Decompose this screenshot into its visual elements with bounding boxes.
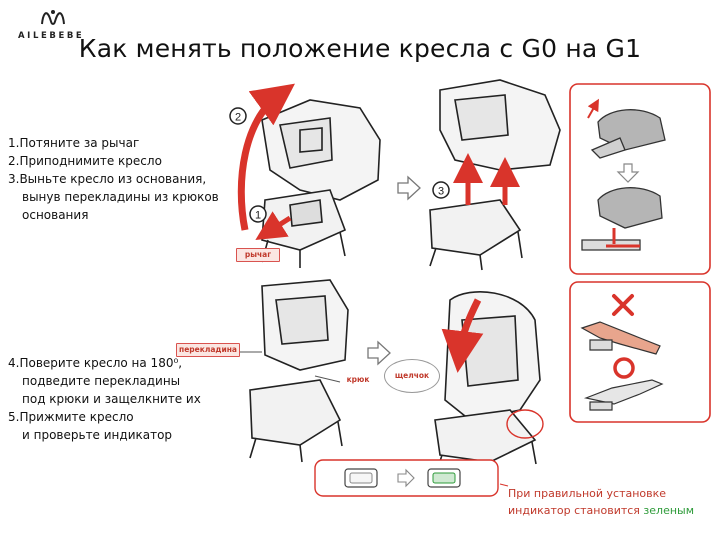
indicator-arrow-icon [397, 468, 415, 488]
correct-position-detail [583, 379, 664, 411]
note-line-2-prefix: индикатор становится [508, 504, 644, 517]
brand-mark-icon [41, 10, 65, 26]
step-line: вынув перекладины из крюков [22, 190, 219, 204]
step-line: 2.Приподнимите кресло [8, 154, 162, 168]
seat-removed-illustration [429, 79, 561, 271]
page-title: Как менять положение кресла с G0 на G1 [78, 34, 642, 63]
callout-2: 2 [229, 107, 247, 125]
step-line: основания [22, 208, 89, 222]
note-leader [499, 483, 509, 487]
callout-3: 3 [432, 181, 450, 199]
step-line: 3.Выньте кресло из основания, [8, 172, 207, 186]
step-line: 5.Прижмите кресло [8, 410, 134, 424]
next-step-arrow-2-icon [367, 340, 391, 366]
indicator-highlight [506, 409, 544, 439]
step-line: подведите перекладины [22, 374, 181, 388]
step-line: 1.Потяните за рычаг [8, 136, 140, 150]
callout-2-label: 2 [235, 112, 241, 124]
lever-tag: рычаг [236, 248, 280, 262]
correct-circle-icon [613, 357, 635, 379]
down-arrow-icon [616, 163, 640, 183]
brand-name: AILEBEBE [18, 31, 85, 41]
callout-3-label: 3 [438, 186, 444, 198]
indicator-note: При правильной установке индикатор стано… [508, 485, 718, 519]
detail-seat-upper [590, 109, 666, 159]
step-line: 4.Поверите кресло на 180⁰, [8, 356, 183, 370]
wrong-cross-icon [612, 294, 634, 316]
step-line: под крюки и защелкните их [22, 392, 201, 406]
hook-tag: крюк [343, 374, 373, 388]
seat-lift-illustration [261, 99, 381, 268]
pull-arrow-icon [255, 211, 292, 241]
wrong-position-detail [580, 321, 661, 355]
steps-list-1: 1.Потяните за рычаг 2.Приподнимите кресл… [8, 134, 248, 224]
next-step-arrow-icon [397, 175, 421, 201]
hook-leader [314, 375, 341, 383]
indicator-red-icon [344, 468, 378, 488]
crossbar-tag: перекладина [176, 343, 240, 357]
click-oval: щелчок [384, 359, 440, 393]
callout-1: 1 [249, 205, 267, 223]
step-line: и проверьте индикатор [22, 428, 173, 442]
note-line-2-green: зеленым [643, 504, 695, 517]
seat-press-illustration [434, 291, 541, 481]
indicator-green-icon [427, 468, 461, 488]
steps-list-2: 4.Поверите кресло на 180⁰, подведите пер… [8, 354, 228, 444]
detail-panel-bottom [569, 281, 711, 423]
press-arrow-icon [441, 298, 484, 373]
tilt-arrow-icon [587, 98, 599, 119]
note-line-1: При правильной установке [508, 487, 667, 500]
brand-logo: AILEBEBE [18, 6, 88, 44]
lift-arrow-icon [237, 83, 295, 231]
callout-1-label: 1 [255, 210, 261, 222]
seat-rotate-illustration [249, 279, 349, 463]
